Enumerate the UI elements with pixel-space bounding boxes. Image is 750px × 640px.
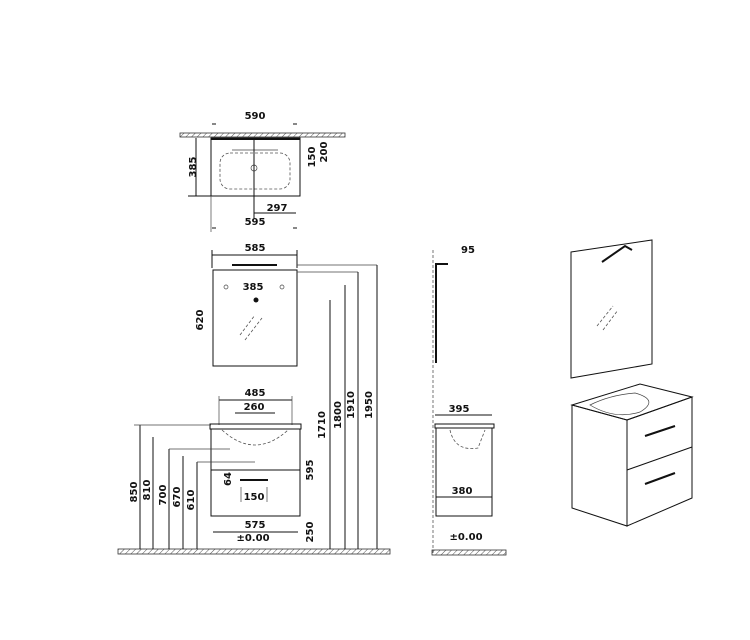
dim-485: 485	[245, 388, 266, 399]
mirror-front-view: 585 385 620	[195, 243, 377, 367]
dim-1800: 1800	[333, 401, 344, 429]
dim-380: 380	[452, 486, 473, 497]
dim-585: 585	[245, 243, 266, 254]
dim-64: 64	[223, 472, 234, 486]
mirror	[212, 269, 298, 367]
mirror-side	[435, 264, 437, 363]
cabinet-front-view: 485 260 150 64 575 ±0.00 850 810 700 670…	[117, 265, 391, 555]
basin-top-iso	[570, 383, 694, 421]
cabinet-iso	[626, 396, 693, 527]
mirror-iso	[570, 239, 653, 379]
cabinet-side	[435, 427, 493, 517]
basin-top	[209, 423, 302, 430]
dim-620: 620	[195, 310, 206, 331]
top-view: 590 385 150 200 297 595	[179, 111, 346, 232]
dim-595: 595	[245, 217, 266, 228]
floor-level-front: ±0.00	[236, 533, 269, 544]
dim-700: 700	[158, 485, 169, 506]
dim-250: 250	[305, 522, 316, 543]
dim-95: 95	[461, 245, 475, 256]
dim-595-height: 595	[305, 460, 316, 481]
dim-810: 810	[142, 480, 153, 501]
dim-1910: 1910	[346, 391, 357, 419]
wall-section	[179, 132, 346, 138]
floor-level-side: ±0.00	[449, 532, 482, 543]
side-view: 95 395 380 ±0.00	[431, 245, 507, 556]
basin-outline	[210, 137, 301, 197]
dim-385-light: 385	[243, 282, 264, 293]
dim-575: 575	[245, 520, 266, 531]
dim-1950: 1950	[364, 391, 375, 419]
mirror-light-iso	[601, 244, 633, 263]
dim-1710: 1710	[317, 411, 328, 439]
dim-200: 200	[319, 142, 330, 163]
bowl-outline	[219, 152, 291, 190]
cabinet-body	[210, 428, 301, 517]
socket-icon	[253, 297, 259, 303]
dim-150-handle: 150	[244, 492, 265, 503]
dim-610: 610	[186, 490, 197, 511]
dim-590: 590	[245, 111, 266, 122]
dim-395: 395	[449, 404, 470, 415]
floor	[117, 548, 391, 555]
dim-385-depth: 385	[188, 157, 199, 178]
dim-150: 150	[307, 147, 318, 168]
dim-850: 850	[129, 482, 140, 503]
isometric-view	[570, 239, 694, 527]
dim-670: 670	[172, 487, 183, 508]
dim-297: 297	[267, 203, 288, 214]
dim-260: 260	[244, 402, 265, 413]
handle-iso-2	[644, 472, 676, 485]
handle-iso-1	[644, 425, 676, 437]
